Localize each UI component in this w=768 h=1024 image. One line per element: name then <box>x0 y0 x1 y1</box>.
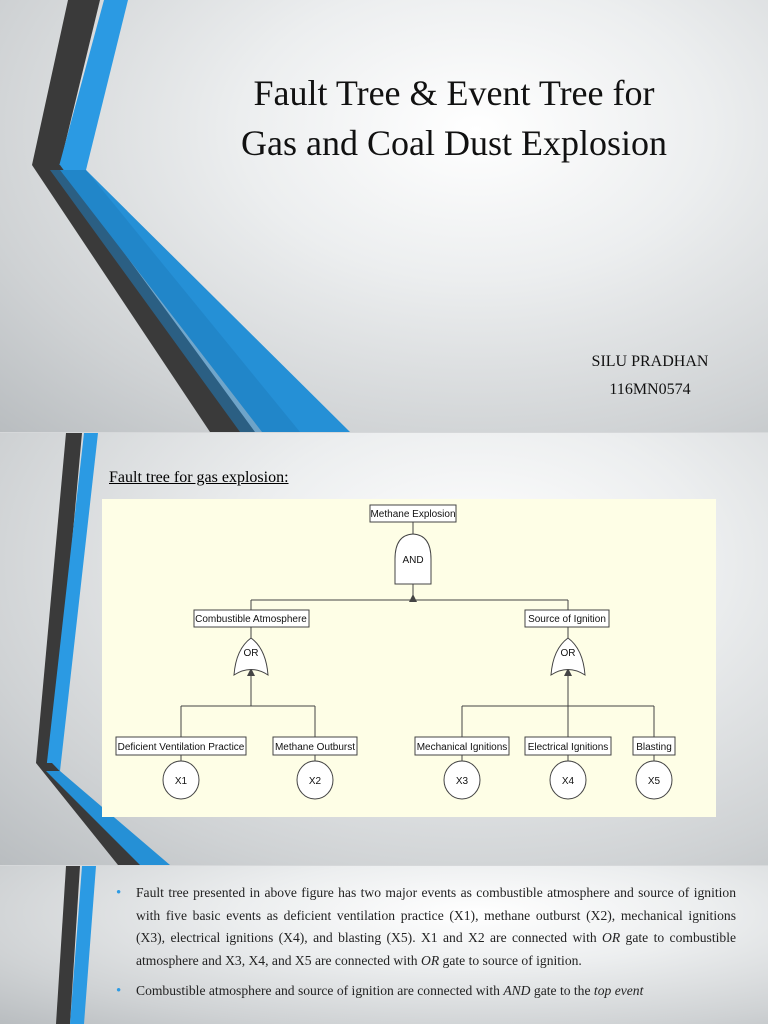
basic-event-label: Methane Outburst <box>275 742 355 753</box>
stripe-dark-upper <box>36 433 82 763</box>
explanation-slide: • Fault tree presented in above figure h… <box>0 866 768 1024</box>
fault-tree-diagram: Methane Explosion AND Combustible Atmosp… <box>102 499 716 817</box>
fault-tree-svg: Methane Explosion AND Combustible Atmosp… <box>115 504 676 800</box>
slide-heading: Fault tree for gas explosion: <box>109 469 289 486</box>
stripe-blue-upper <box>58 0 128 170</box>
combustible-atmosphere-box: Combustible Atmosphere <box>193 609 310 628</box>
basic-event-x4: Electrical Ignitions X4 <box>524 736 612 800</box>
basic-event-label: Mechanical Ignitions <box>417 742 508 753</box>
decorative-stripes <box>56 866 96 1024</box>
combustible-atmosphere-label: Combustible Atmosphere <box>195 614 307 625</box>
basic-event-id: X5 <box>648 776 661 787</box>
source-of-ignition-box: Source of Ignition <box>524 609 610 628</box>
top-event-box: Methane Explosion <box>369 504 457 523</box>
basic-event-id: X3 <box>456 776 469 787</box>
and-gate-label: AND <box>402 555 423 566</box>
basic-event-id: X2 <box>309 776 322 787</box>
title-line-1: Fault Tree & Event Tree for <box>253 73 655 113</box>
basic-event-label: Deficient Ventilation Practice <box>118 742 245 753</box>
slide-title: Fault Tree & Event Tree for Gas and Coal… <box>180 68 728 168</box>
top-event-label: Methane Explosion <box>370 509 455 520</box>
basic-event-id: X1 <box>175 776 188 787</box>
decorative-stripes <box>36 433 170 865</box>
bullet-item-2: • Combustible atmosphere and source of i… <box>108 980 736 1003</box>
decorative-stripes <box>32 0 350 432</box>
basic-event-x1: Deficient Ventilation Practice X1 <box>115 736 247 800</box>
basic-event-label: Blasting <box>636 742 672 753</box>
fault-tree-slide: Fault tree for gas explosion: <box>0 433 768 865</box>
and-gate: AND <box>394 533 432 585</box>
basic-event-id: X4 <box>562 776 575 787</box>
or-gate-left: OR <box>233 637 269 676</box>
stripe-dark <box>56 866 80 1024</box>
or-gate-right: OR <box>550 637 586 676</box>
basic-event-x2: Methane Outburst X2 <box>272 736 358 800</box>
title-line-2: Gas and Coal Dust Explosion <box>241 123 667 163</box>
or-gate-right-label: OR <box>561 648 576 659</box>
basic-event-label: Electrical Ignitions <box>528 742 609 753</box>
stripe-blue-lower <box>46 771 170 865</box>
bullet-icon: • <box>116 885 122 901</box>
bullet-item-1: • Fault tree presented in above figure h… <box>108 882 736 972</box>
stripe-blue <box>70 866 96 1024</box>
or-gate-left-label: OR <box>244 648 259 659</box>
bullet-list: • Fault tree presented in above figure h… <box>108 882 736 1011</box>
author-id: 116MN0574 <box>609 381 691 398</box>
source-of-ignition-label: Source of Ignition <box>528 614 606 625</box>
basic-event-x5: Blasting X5 <box>632 736 676 800</box>
stripe-blue-shade <box>50 170 300 432</box>
basic-event-x3: Mechanical Ignitions X3 <box>414 736 510 800</box>
bullet-icon: • <box>116 983 122 999</box>
stripe-blue-upper <box>46 433 98 771</box>
stripe-dark-upper <box>32 0 100 165</box>
title-slide: Fault Tree & Event Tree for Gas and Coal… <box>0 0 768 432</box>
author-name: SILU PRADHAN <box>591 353 709 370</box>
